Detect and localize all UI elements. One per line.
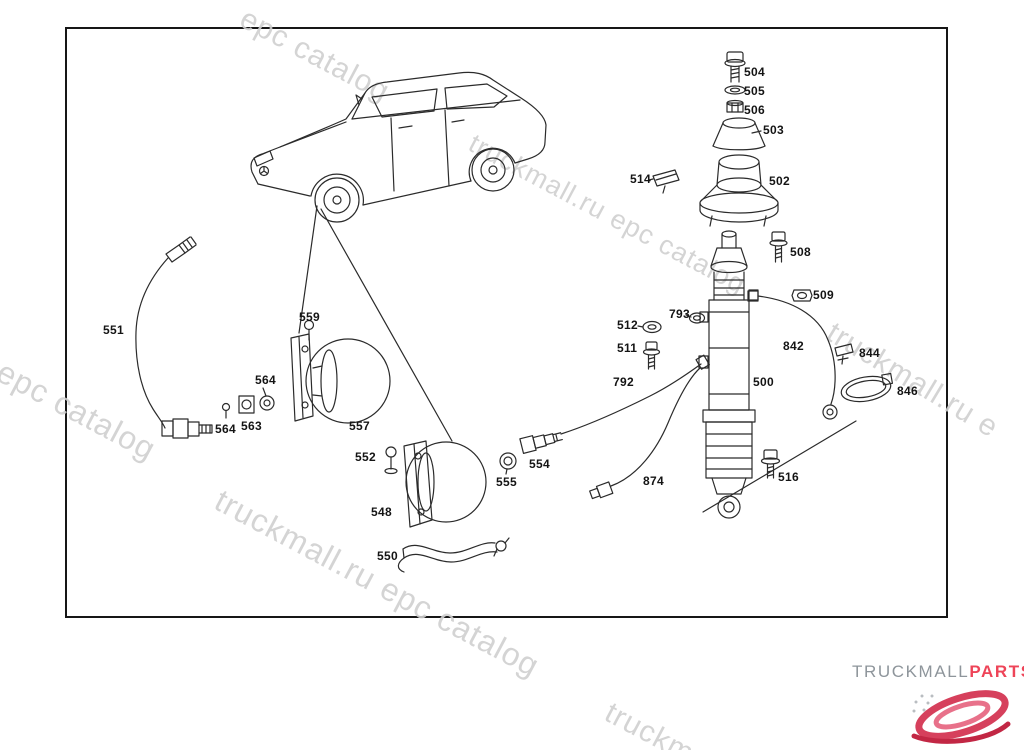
part-label-551: 551 bbox=[103, 323, 124, 337]
part-label-552: 552 bbox=[355, 450, 376, 464]
washer-505 bbox=[724, 85, 746, 95]
part-label-557: 557 bbox=[349, 419, 370, 433]
hose-842 bbox=[747, 290, 838, 420]
part-label-554: 554 bbox=[529, 457, 550, 471]
part-label-514: 514 bbox=[630, 172, 651, 186]
brand-text: TRUCKMALLPARTS bbox=[852, 662, 1024, 682]
part-label-548: 548 bbox=[371, 505, 392, 519]
part-label-500: 500 bbox=[753, 375, 774, 389]
top-mount-502 bbox=[699, 154, 779, 227]
clamp-846 bbox=[840, 372, 894, 403]
part-label-874: 874 bbox=[643, 474, 664, 488]
bolt-511 bbox=[642, 341, 661, 370]
pointer-lines bbox=[298, 205, 453, 442]
accumulator-sphere-557 bbox=[305, 338, 391, 424]
bolt-508 bbox=[769, 231, 788, 263]
hose-874 bbox=[589, 367, 701, 500]
small-fittings-564-563 bbox=[221, 387, 275, 419]
part-label-844: 844 bbox=[859, 346, 880, 360]
part-label-502: 502 bbox=[769, 174, 790, 188]
diagram-border bbox=[65, 27, 948, 618]
part-label-506: 506 bbox=[744, 103, 765, 117]
part-label-516: 516 bbox=[778, 470, 799, 484]
bolt-516 bbox=[760, 449, 781, 479]
accumulator-sphere-548 bbox=[403, 440, 487, 528]
part-label-555: 555 bbox=[496, 475, 517, 489]
part-label-564: 564 bbox=[215, 422, 236, 436]
part-label-792: 792 bbox=[613, 375, 634, 389]
pipe-551 bbox=[135, 236, 213, 439]
part-label-509: 509 bbox=[813, 288, 834, 302]
car-illustration bbox=[250, 71, 547, 223]
clip-514 bbox=[648, 169, 680, 194]
ring-793 bbox=[685, 312, 706, 324]
seal-512 bbox=[637, 320, 662, 334]
brand-logo: TRUCKMALLPARTS bbox=[852, 662, 1024, 746]
part-label-503: 503 bbox=[763, 123, 784, 137]
part-label-504: 504 bbox=[744, 65, 765, 79]
nut-506 bbox=[726, 99, 744, 113]
brand-name-parts: PARTS bbox=[969, 662, 1024, 681]
part-label-550: 550 bbox=[377, 549, 398, 563]
part-label-559: 559 bbox=[299, 310, 320, 324]
part-label-508: 508 bbox=[790, 245, 811, 259]
bracket-and-bolt-559 bbox=[290, 319, 315, 422]
bracket-550 bbox=[397, 537, 510, 573]
brand-swirl-icon bbox=[911, 690, 1011, 744]
brand-name-truckmall: TRUCKMALL bbox=[852, 662, 970, 681]
part-label-512: 512 bbox=[617, 318, 638, 332]
part-label-563: 563 bbox=[241, 419, 262, 433]
part-label-793: 793 bbox=[669, 307, 690, 321]
part-label-511: 511 bbox=[617, 341, 638, 355]
clip-844 bbox=[834, 343, 854, 365]
cap-503 bbox=[712, 117, 766, 151]
bolt-504 bbox=[724, 51, 746, 83]
fitting-554 bbox=[519, 432, 563, 454]
seal-ring-555 bbox=[499, 452, 517, 475]
part-label-564: 564 bbox=[255, 373, 276, 387]
reference-lines bbox=[702, 420, 857, 513]
part-label-505: 505 bbox=[744, 84, 765, 98]
part-label-846: 846 bbox=[897, 384, 918, 398]
bolt-552 bbox=[384, 446, 398, 475]
nut-509 bbox=[791, 289, 813, 302]
part-label-842: 842 bbox=[783, 339, 804, 353]
